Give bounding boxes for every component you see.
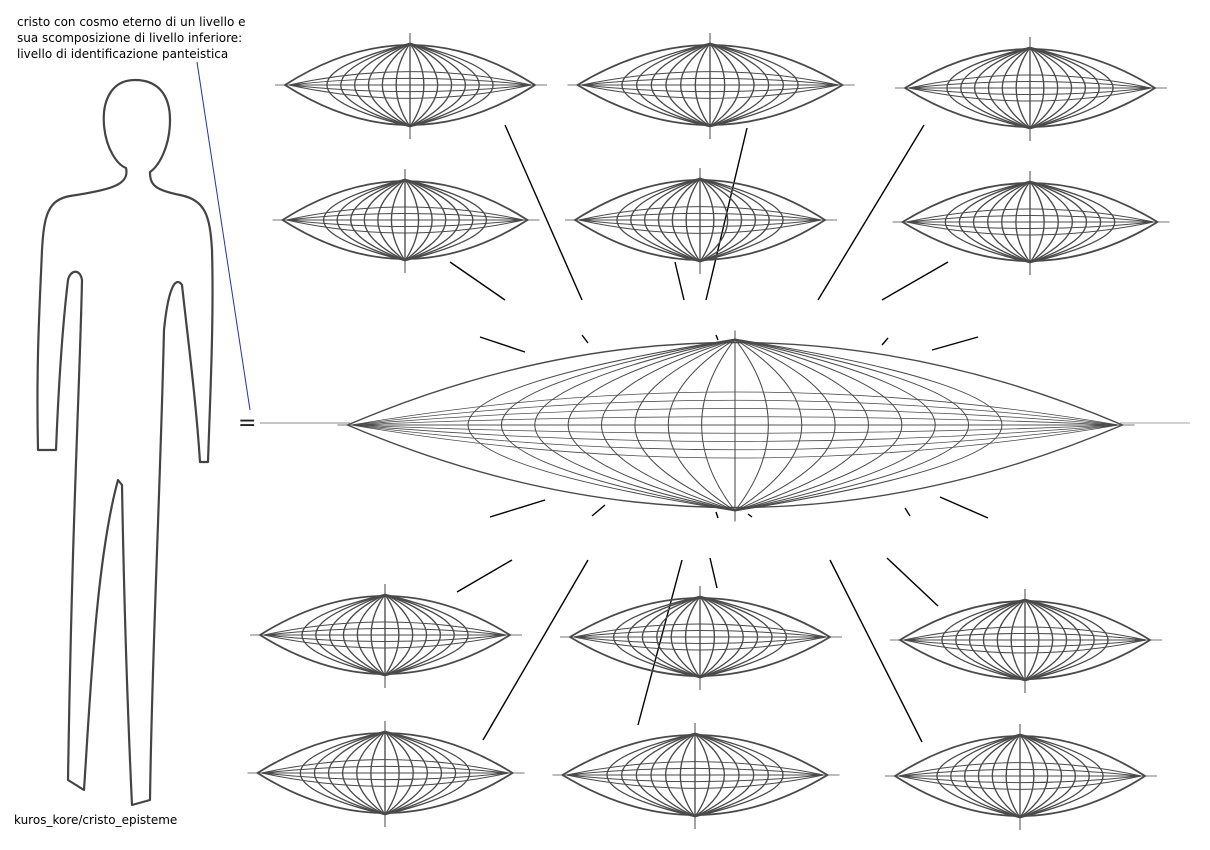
sub-cosmos: [250, 584, 522, 688]
sub-cosmos: [895, 37, 1167, 141]
connector-ray: [830, 560, 922, 742]
connector-ray: [490, 500, 545, 517]
human-figure-outline: [37, 80, 212, 805]
central-cosmos: [260, 331, 1190, 522]
caption-pointer-line: [197, 62, 250, 410]
connector-ray: [932, 337, 978, 350]
sub-cosmos: [565, 168, 837, 274]
sub-cosmos: [893, 171, 1170, 275]
connector-ray: [675, 262, 684, 300]
connector-ray: [882, 338, 888, 345]
sub-cosmos: [553, 723, 840, 829]
credit-label: kuros_kore/cristo_episteme: [14, 813, 177, 827]
connector-ray: [483, 560, 588, 740]
equals-sign: =: [238, 411, 256, 436]
svg-text:=: =: [238, 411, 256, 436]
connector-ray: [882, 262, 948, 300]
central-cosmos-sphere: [338, 331, 1135, 522]
connector-ray: [457, 560, 512, 592]
caption-line-2: sua scomposizione di livello inferiore:: [17, 30, 317, 46]
connector-ray: [582, 335, 588, 343]
connector-ray: [480, 337, 525, 352]
sub-cosmos: [248, 721, 525, 827]
connector-ray: [818, 125, 924, 300]
sub-cosmos: [568, 33, 855, 139]
sub-cosmos: [273, 169, 540, 273]
connector-ray: [887, 558, 938, 606]
sub-cosmos: [890, 589, 1162, 693]
caption-line-3: livello di identificazione panteistica: [17, 46, 317, 62]
connector-ray: [450, 262, 505, 300]
connector-ray: [940, 497, 988, 518]
connector-ray: [716, 335, 718, 340]
connector-ray: [748, 514, 752, 517]
caption-line-1: cristo con cosmo eterno di un livello e: [17, 14, 317, 30]
connector-ray: [716, 512, 718, 518]
caption: cristo con cosmo eterno di un livello e …: [17, 14, 317, 62]
sub-cosmos: [560, 586, 842, 690]
connector-ray: [905, 508, 910, 516]
connector-ray: [592, 505, 605, 516]
connector-ray: [710, 558, 717, 588]
sub-cosmos: [885, 724, 1157, 830]
